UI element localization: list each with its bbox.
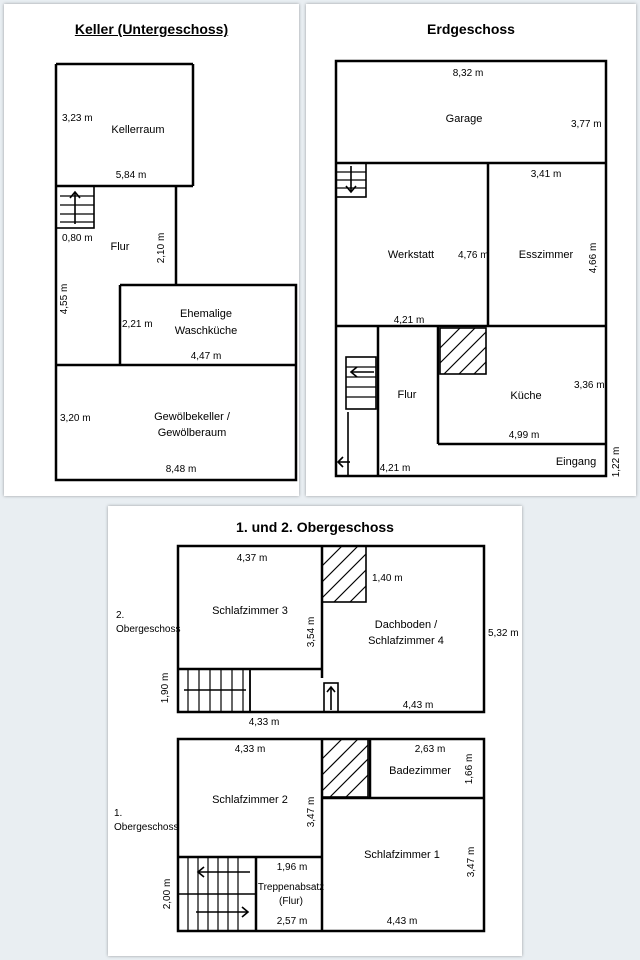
og2-room-dach-1: Dachboden / [375, 619, 438, 631]
og2-hatch [321, 545, 367, 603]
keller-dim-wasch-w: 4,47 m [191, 351, 222, 362]
eg-room-garage: Garage [446, 113, 483, 125]
eg-dim-ess-h: 4,66 m [588, 243, 599, 274]
eg-dim-garage-h: 3,77 m [571, 119, 602, 130]
og1-dim-s1-h: 3,47 m [466, 847, 477, 878]
keller-title: Keller (Untergeschoss) [74, 21, 229, 37]
og1-dim-treppe-bottom: 2,57 m [277, 916, 308, 927]
og1-label-1: 1. [114, 808, 122, 819]
keller-panel: Keller (Untergeschoss) [4, 4, 299, 496]
keller-room-gewoelbe-1: Gewölbekeller / [154, 411, 231, 423]
og2-dim-stair-h: 1,90 m [160, 673, 171, 704]
og2-dim-bottom-l: 4,33 m [249, 717, 280, 728]
eg-room-werkstatt: Werkstatt [388, 249, 434, 261]
keller-dim-flur-2: 2,10 m [156, 233, 167, 264]
keller-room-flur: Flur [111, 241, 130, 253]
eg-chimney [439, 327, 487, 375]
eg-room-eingang: Eingang [556, 456, 596, 468]
og2-label-1: 2. [116, 610, 124, 621]
keller-dim-kellerraum-h: 3,23 m [62, 113, 93, 124]
og1-hatch [321, 738, 369, 798]
keller-room-wasch-1: Ehemalige [180, 308, 232, 320]
keller-dim-gewoelbe-w: 8,48 m [166, 464, 197, 475]
eg-dim-ess-w: 3,41 m [531, 169, 562, 180]
og2-room-dach-2: Schlafzimmer 4 [368, 635, 444, 647]
eg-room-flur: Flur [398, 389, 417, 401]
og1-dim-treppe-w: 1,96 m [277, 862, 308, 873]
eg-outer-wall [334, 59, 608, 478]
eg-dim-garage-w: 8,32 m [453, 68, 484, 79]
og2-label-2: Obergeschoss [116, 624, 180, 635]
og1-room-schlaf1: Schlafzimmer 1 [364, 849, 440, 861]
eg-dim-werk-w: 4,21 m [394, 315, 425, 326]
eg-room-esszimmer: Esszimmer [519, 249, 574, 261]
og2-dim-s3-h: 3,54 m [306, 617, 317, 648]
keller-room-gewoelbe-2: Gewölberaum [158, 427, 226, 439]
og2-dim-hatch: 1,40 m [372, 573, 403, 584]
eg-stair-flur [336, 356, 377, 476]
og1-dim-s2-h: 3,47 m [306, 797, 317, 828]
eg-dim-werk-h: 4,76 m [458, 250, 489, 261]
keller-dim-kellerraum-w: 5,84 m [116, 170, 147, 181]
erdgeschoss-panel: Erdgeschoss [306, 4, 636, 496]
eg-dim-kueche-h: 3,36 m [574, 380, 605, 391]
obergeschoss-panel: 1. und 2. Obergeschoss [108, 506, 522, 956]
og1-label-2: Obergeschoss [114, 822, 178, 833]
eg-dim-eingang-h: 1,22 m [611, 447, 622, 478]
og1-dim-bad-h: 1,66 m [464, 754, 475, 785]
og2-room-schlaf3: Schlafzimmer 3 [212, 605, 288, 617]
og1-dim-s1-w: 4,43 m [387, 916, 418, 927]
erdgeschoss-floorplan: 8,32 m Garage 3,77 m 3,41 m Werkstatt 4,… [334, 59, 622, 478]
keller-stair [55, 185, 95, 229]
keller-dim-gewoelbe-h: 3,20 m [60, 413, 91, 424]
og1-dim-bad-w: 2,63 m [415, 744, 446, 755]
eg-stair-upper [335, 162, 367, 198]
og1-room-treppe-2: (Flur) [279, 896, 303, 907]
keller-room-kellerraum: Kellerraum [111, 124, 164, 136]
eg-room-kueche: Küche [510, 390, 541, 402]
keller-dim-stair-w: 0,80 m [62, 233, 93, 244]
og2-dim-s3-w: 4,37 m [237, 553, 268, 564]
obergeschoss-floorplan: 4,37 m 1,40 m 2. Obergeschoss Schlafzimm… [114, 544, 519, 933]
keller-outer-wall [54, 64, 298, 482]
og1-dim-s2-w: 4,33 m [235, 744, 266, 755]
keller-dim-wasch-h: 2,21 m [122, 319, 153, 330]
eg-dim-flur-w: 4,21 m [380, 463, 411, 474]
keller-floorplan: 3,23 m Kellerraum 5,84 m 0,80 m Flur 2,1… [54, 62, 298, 482]
og1-room-bad: Badezimmer [389, 765, 451, 777]
og2-dim-bottom-r: 4,43 m [403, 700, 434, 711]
keller-dim-flur-h: 4,55 m [59, 284, 70, 315]
keller-room-wasch-2: Waschküche [175, 325, 238, 337]
og1-room-schlaf2: Schlafzimmer 2 [212, 794, 288, 806]
og2-stair [177, 668, 339, 713]
og2-dim-h: 5,32 m [488, 628, 519, 639]
eg-dim-kueche-w: 4,99 m [509, 430, 540, 441]
erdgeschoss-title: Erdgeschoss [427, 21, 515, 37]
obergeschoss-title: 1. und 2. Obergeschoss [236, 519, 394, 535]
og1-room-treppe-1: Treppenabsatz [258, 882, 324, 893]
og1-stair [177, 856, 257, 932]
og1-dim-treppe-h: 2,00 m [162, 879, 173, 910]
